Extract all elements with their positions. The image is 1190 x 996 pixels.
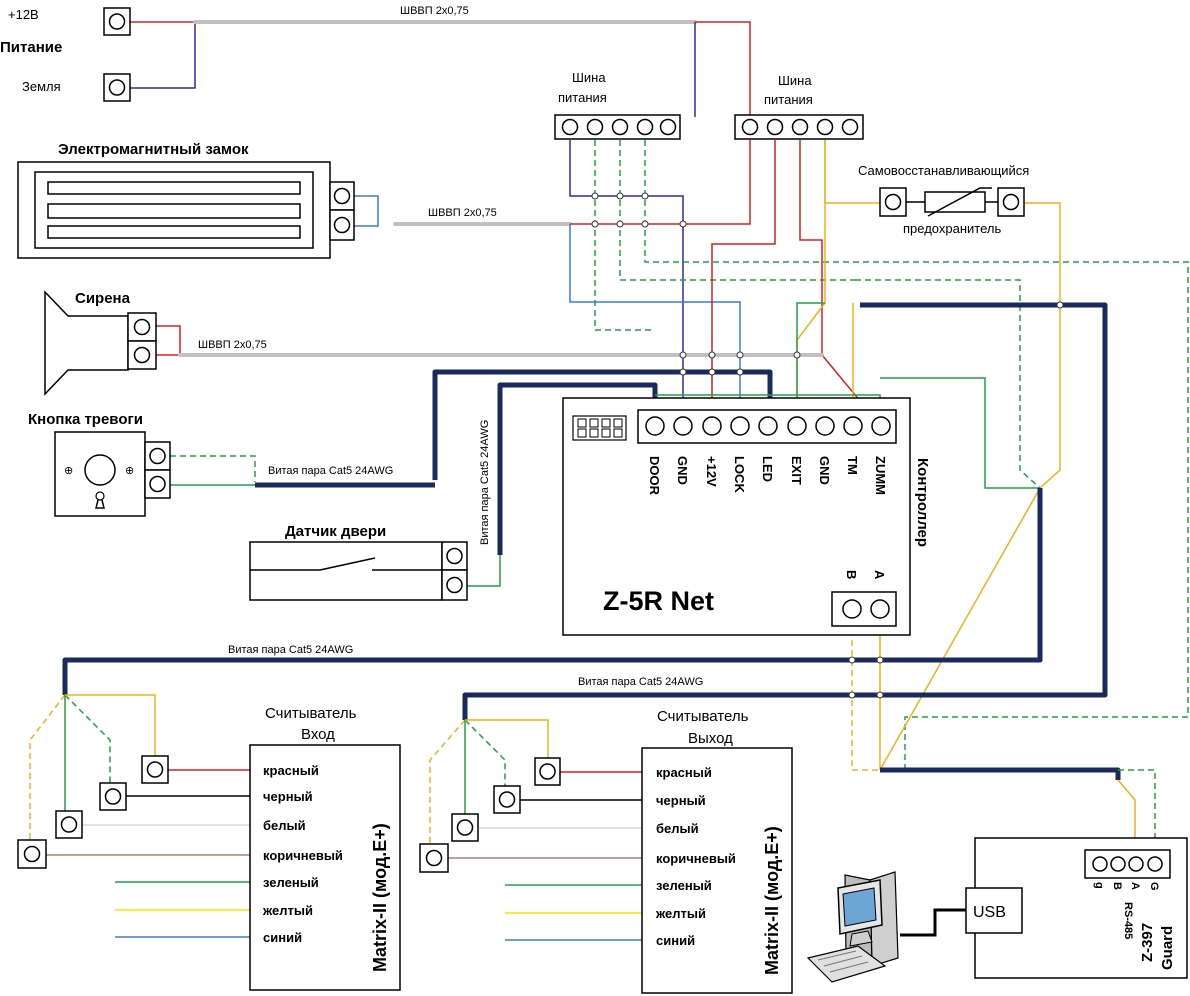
bus-left-label-1: Шина [572, 70, 606, 85]
reader-exit-wire-brown: коричневый [656, 851, 736, 866]
reader-exit-wire-white: белый [656, 821, 699, 836]
bus-right-label-1: Шина [778, 73, 812, 88]
lock-cable-label: ШВВП 2х0,75 [428, 207, 497, 219]
power-input: +12В Питание Земля ШВВП 2х0,75 [0, 5, 469, 102]
door-sensor: Датчик двери Витая пара Cat5 24AWG [249, 420, 491, 601]
alarm-button-title: Кнопка тревоги [28, 411, 143, 428]
reader-entry-wire-green: зеленый [263, 875, 319, 890]
reader-exit-wire-blue: синий [656, 933, 695, 948]
electromagnetic-lock: Электромагнитный замок ШВВП 2х0,75 [17, 141, 497, 259]
converter-pin-g: g [1093, 882, 1105, 889]
converter-pin-b: B [1111, 882, 1123, 890]
reader-entry-wire-red: красный [263, 763, 319, 778]
reader-exit: Считыватель Выход красный черный белый к… [419, 708, 793, 994]
reader-entry-wire-white: белый [263, 818, 306, 833]
reader-exit-wire-black: черный [656, 793, 706, 808]
reader-entry-model: Matrix-II (мод.E+) [370, 823, 390, 972]
converter-rs485-label: RS-485 [1122, 902, 1134, 939]
pin-label-lock: LOCK [732, 456, 747, 493]
reader-exit-model: Matrix-II (мод.E+) [762, 826, 782, 975]
power-cable-label: ШВВП 2х0,75 [400, 5, 469, 17]
jumper-block-icon [572, 415, 627, 441]
bus-right-label-2: питания [764, 92, 813, 107]
rs485-pin-a-label: A [872, 570, 887, 580]
alarm-button: Кнопка тревоги ⊕ ⊕ Витая пара Cat5 24AWG [28, 411, 393, 517]
reader-entry-wire-black: черный [263, 789, 313, 804]
reader-exit-wire-yellow: желтый [655, 906, 706, 921]
screw-left-icon: ⊕ [64, 465, 73, 477]
alarm-cable-label: Витая пара Cat5 24AWG [268, 465, 393, 477]
power-title: Питание [0, 39, 62, 56]
pin-label-exit: EXIT [789, 456, 804, 485]
self-resetting-fuse: Самовосстанавливающийся предохранитель [858, 163, 1029, 236]
pin-label-led: LED [760, 456, 775, 482]
converter-name-1: Z-397 [1139, 923, 1156, 962]
cable-exit-label: Витая пара Cat5 24AWG [578, 676, 703, 688]
pin-label-gnd-2: GND [817, 456, 832, 485]
wire-crossings [591, 192, 1064, 699]
bus-left-label-2: питания [558, 90, 607, 105]
converter-pin-a: A [1129, 882, 1141, 890]
siren-title: Сирена [75, 290, 131, 307]
converter-z397-guard: g B A G RS-485 Z-397 Guard USB [965, 837, 1188, 979]
controller-name: Z-5R Net [603, 586, 714, 616]
reader-exit-title-1: Считыватель [657, 708, 749, 725]
reader-entry: Считыватель Вход красный черный белый ко… [17, 705, 401, 991]
ground-label: Земля [22, 79, 61, 94]
ground-terminal [103, 73, 131, 102]
pin-label-zumm: ZUMM [873, 456, 888, 495]
cable-entry-label: Витая пара Cat5 24AWG [228, 644, 353, 656]
controller-side-label: Контроллер [914, 458, 931, 547]
converter-pin-gnd: G [1148, 882, 1160, 891]
power-bus-right: Шина питания [734, 73, 864, 140]
screw-right-icon: ⊕ [125, 465, 134, 477]
plus-12v-terminal [103, 7, 131, 36]
controller-terminals [645, 416, 891, 436]
reader-entry-wire-blue: синий [263, 930, 302, 945]
reader-entry-title-2: Вход [301, 726, 335, 743]
pin-label-gnd-1: GND [675, 456, 690, 485]
controller-z5r-net: DOOR GND +12V LOCK LED EXIT GND TM ZUMM … [562, 397, 931, 636]
reader-entry-wire-yellow: желтый [262, 903, 313, 918]
power-bus-left: Шина питания [554, 70, 681, 140]
computer-icon [806, 871, 899, 983]
pin-label-door: DOOR [647, 456, 662, 496]
fuse-label-2: предохранитель [903, 221, 1001, 236]
lock-title: Электромагнитный замок [58, 141, 249, 158]
reader-entry-wire-brown: коричневый [263, 848, 343, 863]
door-sensor-cable-label: Витая пара Cat5 24AWG [479, 420, 491, 545]
door-sensor-title: Датчик двери [285, 523, 386, 540]
converter-name-2: Guard [1159, 926, 1176, 970]
siren: Сирена ШВВП 2х0,75 [44, 290, 267, 396]
plus-12v-label: +12В [8, 7, 39, 22]
reader-exit-title-2: Выход [688, 730, 733, 747]
siren-cable-label: ШВВП 2х0,75 [198, 339, 267, 351]
reader-entry-title-1: Считыватель [265, 705, 357, 722]
usb-label: USB [973, 904, 1006, 921]
pin-label-12v: +12V [704, 456, 719, 487]
reader-exit-wire-green: зеленый [656, 878, 712, 893]
reader-exit-wire-red: красный [656, 765, 712, 780]
rs485-pin-b-label: B [844, 570, 859, 579]
pin-label-tm: TM [845, 456, 860, 475]
fuse-label-1: Самовосстанавливающийся [858, 163, 1029, 178]
